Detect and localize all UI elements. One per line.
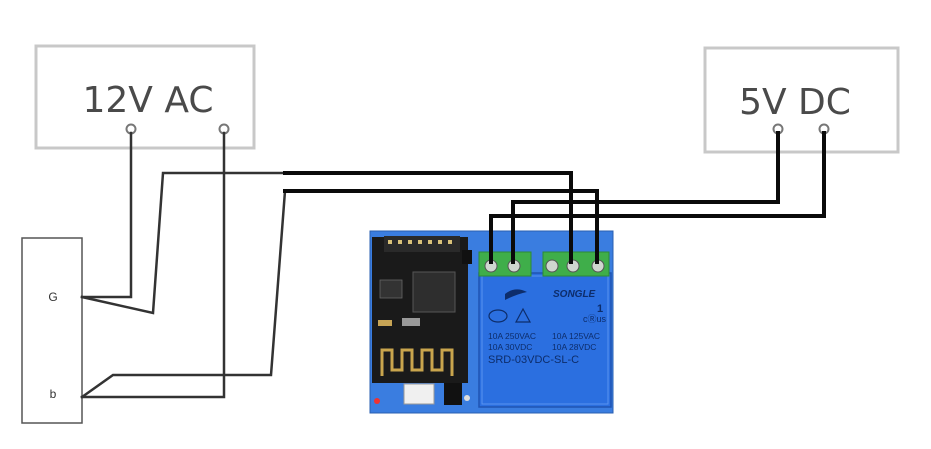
pcb-antenna [380, 348, 454, 376]
ac-supply-box [34, 44, 256, 150]
wire-relay-to-b-thick [283, 189, 599, 264]
relay-model: SRD-03VDC-SL-C [488, 354, 579, 366]
relay-rating-2-right: 10A 28VDC [552, 342, 596, 352]
load-pin-g-label: G [48, 290, 57, 304]
relay-module: SONGLE 1 cⓇus 10A 250VAC 10A 125VAC 10A … [369, 230, 614, 414]
ac-supply-label: 12V AC [82, 80, 213, 121]
terminal-block-left [478, 251, 532, 277]
terminal-block-right [542, 251, 610, 277]
wires [80, 131, 826, 399]
wire-ac-right-to-b [80, 131, 226, 399]
relay-cert-mark: cⓇus [583, 314, 607, 324]
wire-dc-right-to-relay [489, 131, 826, 264]
relay-brand: SONGLE [553, 289, 596, 300]
dc-supply: 5V DC [703, 46, 900, 154]
relay-rating-1-right: 10A 125VAC [552, 331, 600, 341]
esp-chip [412, 271, 456, 313]
load-device-box [21, 237, 83, 424]
wire-relay-to-g-thick [283, 171, 573, 264]
load-device: G b [21, 237, 83, 424]
dc-supply-box [703, 46, 900, 154]
relay-rating-1-left: 10A 250VAC [488, 331, 536, 341]
dc-supply-label: 5V DC [739, 82, 851, 123]
wire-dc-left-to-relay [511, 131, 780, 264]
load-pin-b-label: b [50, 387, 57, 401]
relay-rating-2-left: 10A 30VDC [488, 342, 532, 352]
wire-ac-left-to-g [80, 131, 133, 299]
ac-supply: 12V AC [34, 44, 256, 150]
relay-channel: 1 [597, 303, 603, 315]
esp01-module [372, 236, 468, 383]
